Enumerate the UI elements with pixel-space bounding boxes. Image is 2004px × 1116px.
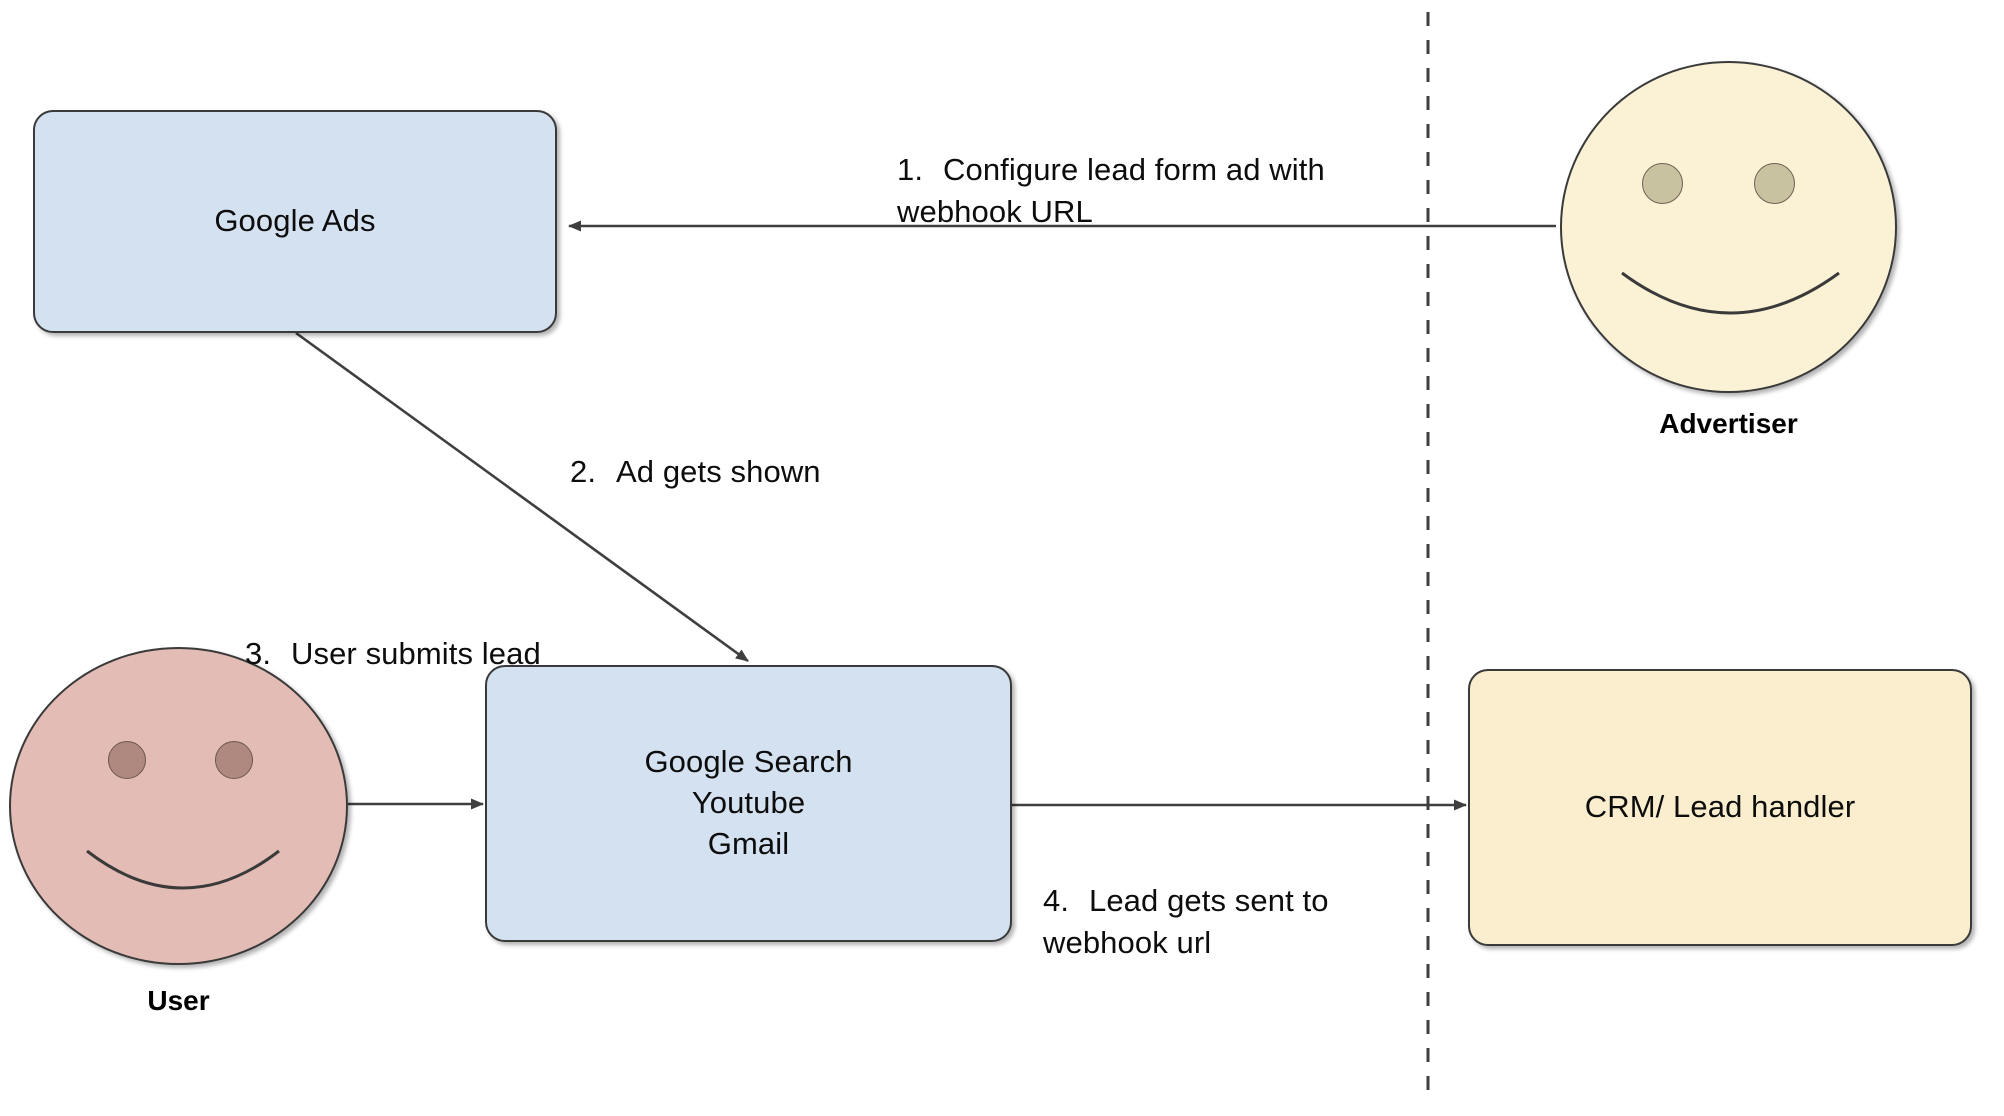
edge-label-step-3: 3. User submits lead [245,591,675,675]
edge-step-1-text: Configure lead form ad with webhook URL [897,151,1325,229]
edge-label-step-1: 1.Configure lead form ad with webhook UR… [897,107,1417,233]
node-google-surfaces[interactable]: Google Search Youtube Gmail [485,665,1012,942]
user-right-eye-icon [215,741,253,779]
node-google-ads-label: Google Ads [214,203,376,239]
advertiser-label: Advertiser [1659,408,1798,439]
edge-step-1-number: 1. [897,151,924,187]
edge-step-2-number: 2. [570,453,597,489]
node-google-surfaces-label: Google Search Youtube Gmail [644,744,853,861]
node-google-ads[interactable]: Google Ads [33,110,557,333]
edge-step-2-text: Ad gets shown [616,453,821,489]
node-crm-lead-handler[interactable]: CRM/ Lead handler [1468,669,1972,946]
user-mouth-icon [86,849,280,890]
edge-step-4-text: Lead gets sent to webhook url [1043,882,1329,960]
advertiser-left-eye-icon [1642,163,1683,204]
edge-step-4-number: 4. [1043,882,1070,918]
advertiser-mouth-icon [1621,271,1840,315]
edge-step-3-text: User submits lead [291,635,541,671]
advertiser-face-icon[interactable] [1560,61,1897,393]
edge-label-step-2: 2. Ad gets shown [570,409,1010,493]
edge-label-step-4: 4.Lead gets sent to webhook url [1043,838,1423,964]
user-face-icon[interactable] [9,647,348,965]
edge-step-3-number: 3. [245,635,272,671]
user-left-eye-icon [108,741,146,779]
node-crm-lead-handler-label: CRM/ Lead handler [1584,789,1856,825]
advertiser-right-eye-icon [1754,163,1795,204]
user-label: User [147,985,210,1016]
